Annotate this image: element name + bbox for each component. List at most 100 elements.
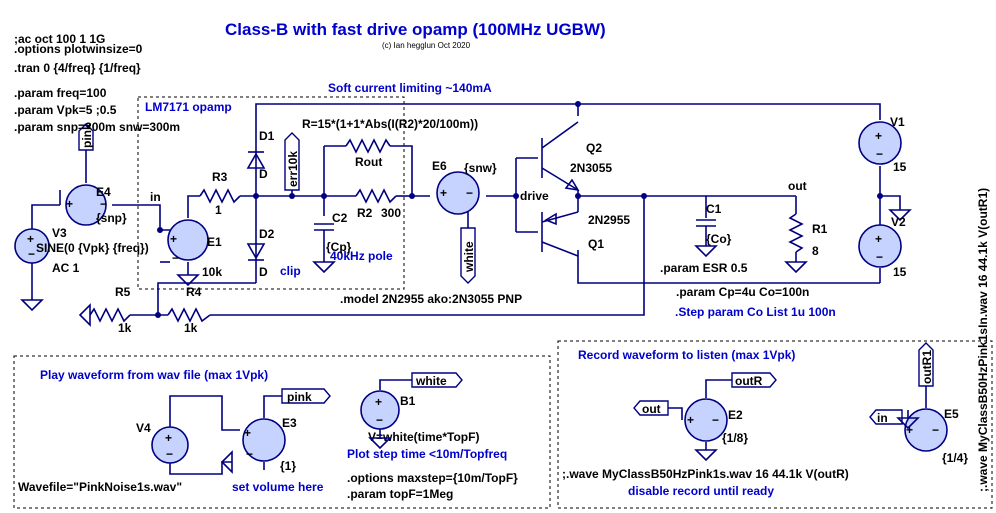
b1-source[interactable]: + − [360,390,400,430]
note-maxstep: .options maxstep={10m/TopF} [347,471,518,485]
net-out-label: out [788,179,807,193]
pink-flag-e4: pink [78,123,94,151]
e6-label: E6 [432,159,447,173]
svg-text:−: − [28,247,35,261]
note-play-title: Play waveform from wav file (max 1Vpk) [40,368,268,382]
schematic-title: Class-B with fast drive opamp (100MHz UG… [225,20,606,39]
outr-flag: outR [731,372,777,388]
v1-value: 15 [893,160,907,174]
ground-e2 [694,449,718,462]
r1-label: R1 [812,222,828,236]
r4-resistor[interactable] [167,307,211,323]
d2-model: D [259,265,268,279]
outr1-flag: outR1 [918,342,934,387]
v4-label: V4 [136,421,151,435]
directive-freq: .param freq=100 [14,86,107,100]
e4-value: {snp} [96,211,127,225]
r4-label: R4 [186,285,202,299]
v3-value: SINE(0 {Vpk} {freq}) [36,241,149,255]
c2-capacitor[interactable] [312,223,336,274]
err10k-flag: err10k [284,132,300,196]
spice-directives: ;ac oct 100 1 1G .options plotwinsize=0 … [14,32,180,134]
svg-text:white: white [415,374,447,388]
d2-diode[interactable] [246,243,266,261]
e6-source[interactable]: + − [436,171,480,215]
note-clip: clip [280,264,301,278]
v2-source[interactable]: + − [858,224,902,268]
r2-resistor[interactable] [355,188,397,204]
e3-value: {1} [280,459,296,473]
svg-text:err10k: err10k [286,151,300,187]
e1-source[interactable]: + − [167,219,209,265]
b1-label: B1 [400,394,416,408]
note-step: .Step param Co List 1u 100n [675,305,836,319]
directive-tran: .tran 0 {4/freq} {1/freq} [14,61,141,75]
r1-resistor[interactable] [784,213,808,274]
c2-value: {Cp} [326,240,352,254]
svg-text:+: + [875,129,882,143]
v3-ac: AC 1 [52,261,80,275]
record-wires [668,379,927,450]
svg-text:+: + [27,232,34,246]
directive-ac: ;ac oct 100 1 1G [14,32,105,46]
r2-label: R2 [357,206,373,220]
ground-e5 [896,417,920,430]
e1-label: E1 [207,235,222,249]
svg-text:white: white [462,241,476,273]
v3-source[interactable]: + − [14,228,50,264]
r3-value: 1 [215,203,222,217]
opamp-dashed-box [137,96,405,290]
e2-value: {1/8} [722,431,748,445]
pink-flag-e3: pink [281,388,331,404]
c1-label: C1 [706,202,722,216]
e5-label: E5 [944,407,959,421]
e3-source[interactable]: + − [242,418,286,462]
v3-label: V3 [52,226,67,240]
d1-model: D [259,167,268,181]
svg-text:+: + [440,186,447,200]
ground-e1 [176,274,200,287]
note-disable: disable record until ready [628,484,774,498]
rout-resistor[interactable] [345,138,391,154]
svg-text:−: − [932,423,939,437]
note-soft-limit: Soft current limiting ~140mA [328,81,492,95]
svg-text:−: − [166,447,173,461]
e2-source[interactable]: + − [684,398,728,442]
e5-source[interactable]: + − [904,408,948,452]
r5-value: 1k [118,321,132,335]
v2-label: V2 [891,215,906,229]
q2-label: Q2 [586,141,602,155]
play-dashed-box [13,355,551,509]
d1-diode[interactable] [246,151,266,196]
r2-value: 300 [381,206,401,220]
svg-text:+: + [165,431,172,445]
r5-resistor[interactable] [89,307,131,323]
q1-transistor[interactable] [541,211,579,257]
e4-source[interactable]: + − [65,184,107,226]
play-wires [169,379,412,475]
v4-source[interactable]: + − [151,426,189,464]
note-model: .model 2N2955 ako:2N3055 PNP [340,292,522,306]
e5-value: {1/4} [942,451,968,465]
r5-label: R5 [115,285,131,299]
svg-text:+: + [170,232,177,246]
rout-label: Rout [355,155,382,169]
c1-value: {Co} [706,232,732,246]
svg-text:−: − [876,147,883,161]
svg-text:−: − [172,251,179,265]
note-pole: 40kHz pole [330,249,393,263]
svg-text:−: − [376,413,383,427]
svg-text:+: + [66,197,73,211]
net-drive-label: drive [520,189,549,203]
r3-resistor[interactable] [199,188,241,204]
directive-options: .options plotwinsize=0 [14,42,143,56]
v1-source[interactable]: + − [858,121,902,165]
out-flag-e2: out [633,400,669,416]
svg-text:−: − [100,197,107,211]
svg-text:−: − [712,413,719,427]
c1-capacitor[interactable] [694,219,718,258]
q2-transistor[interactable] [541,121,580,192]
q1-model: 2N2955 [588,213,630,227]
svg-text:+: + [687,413,694,427]
